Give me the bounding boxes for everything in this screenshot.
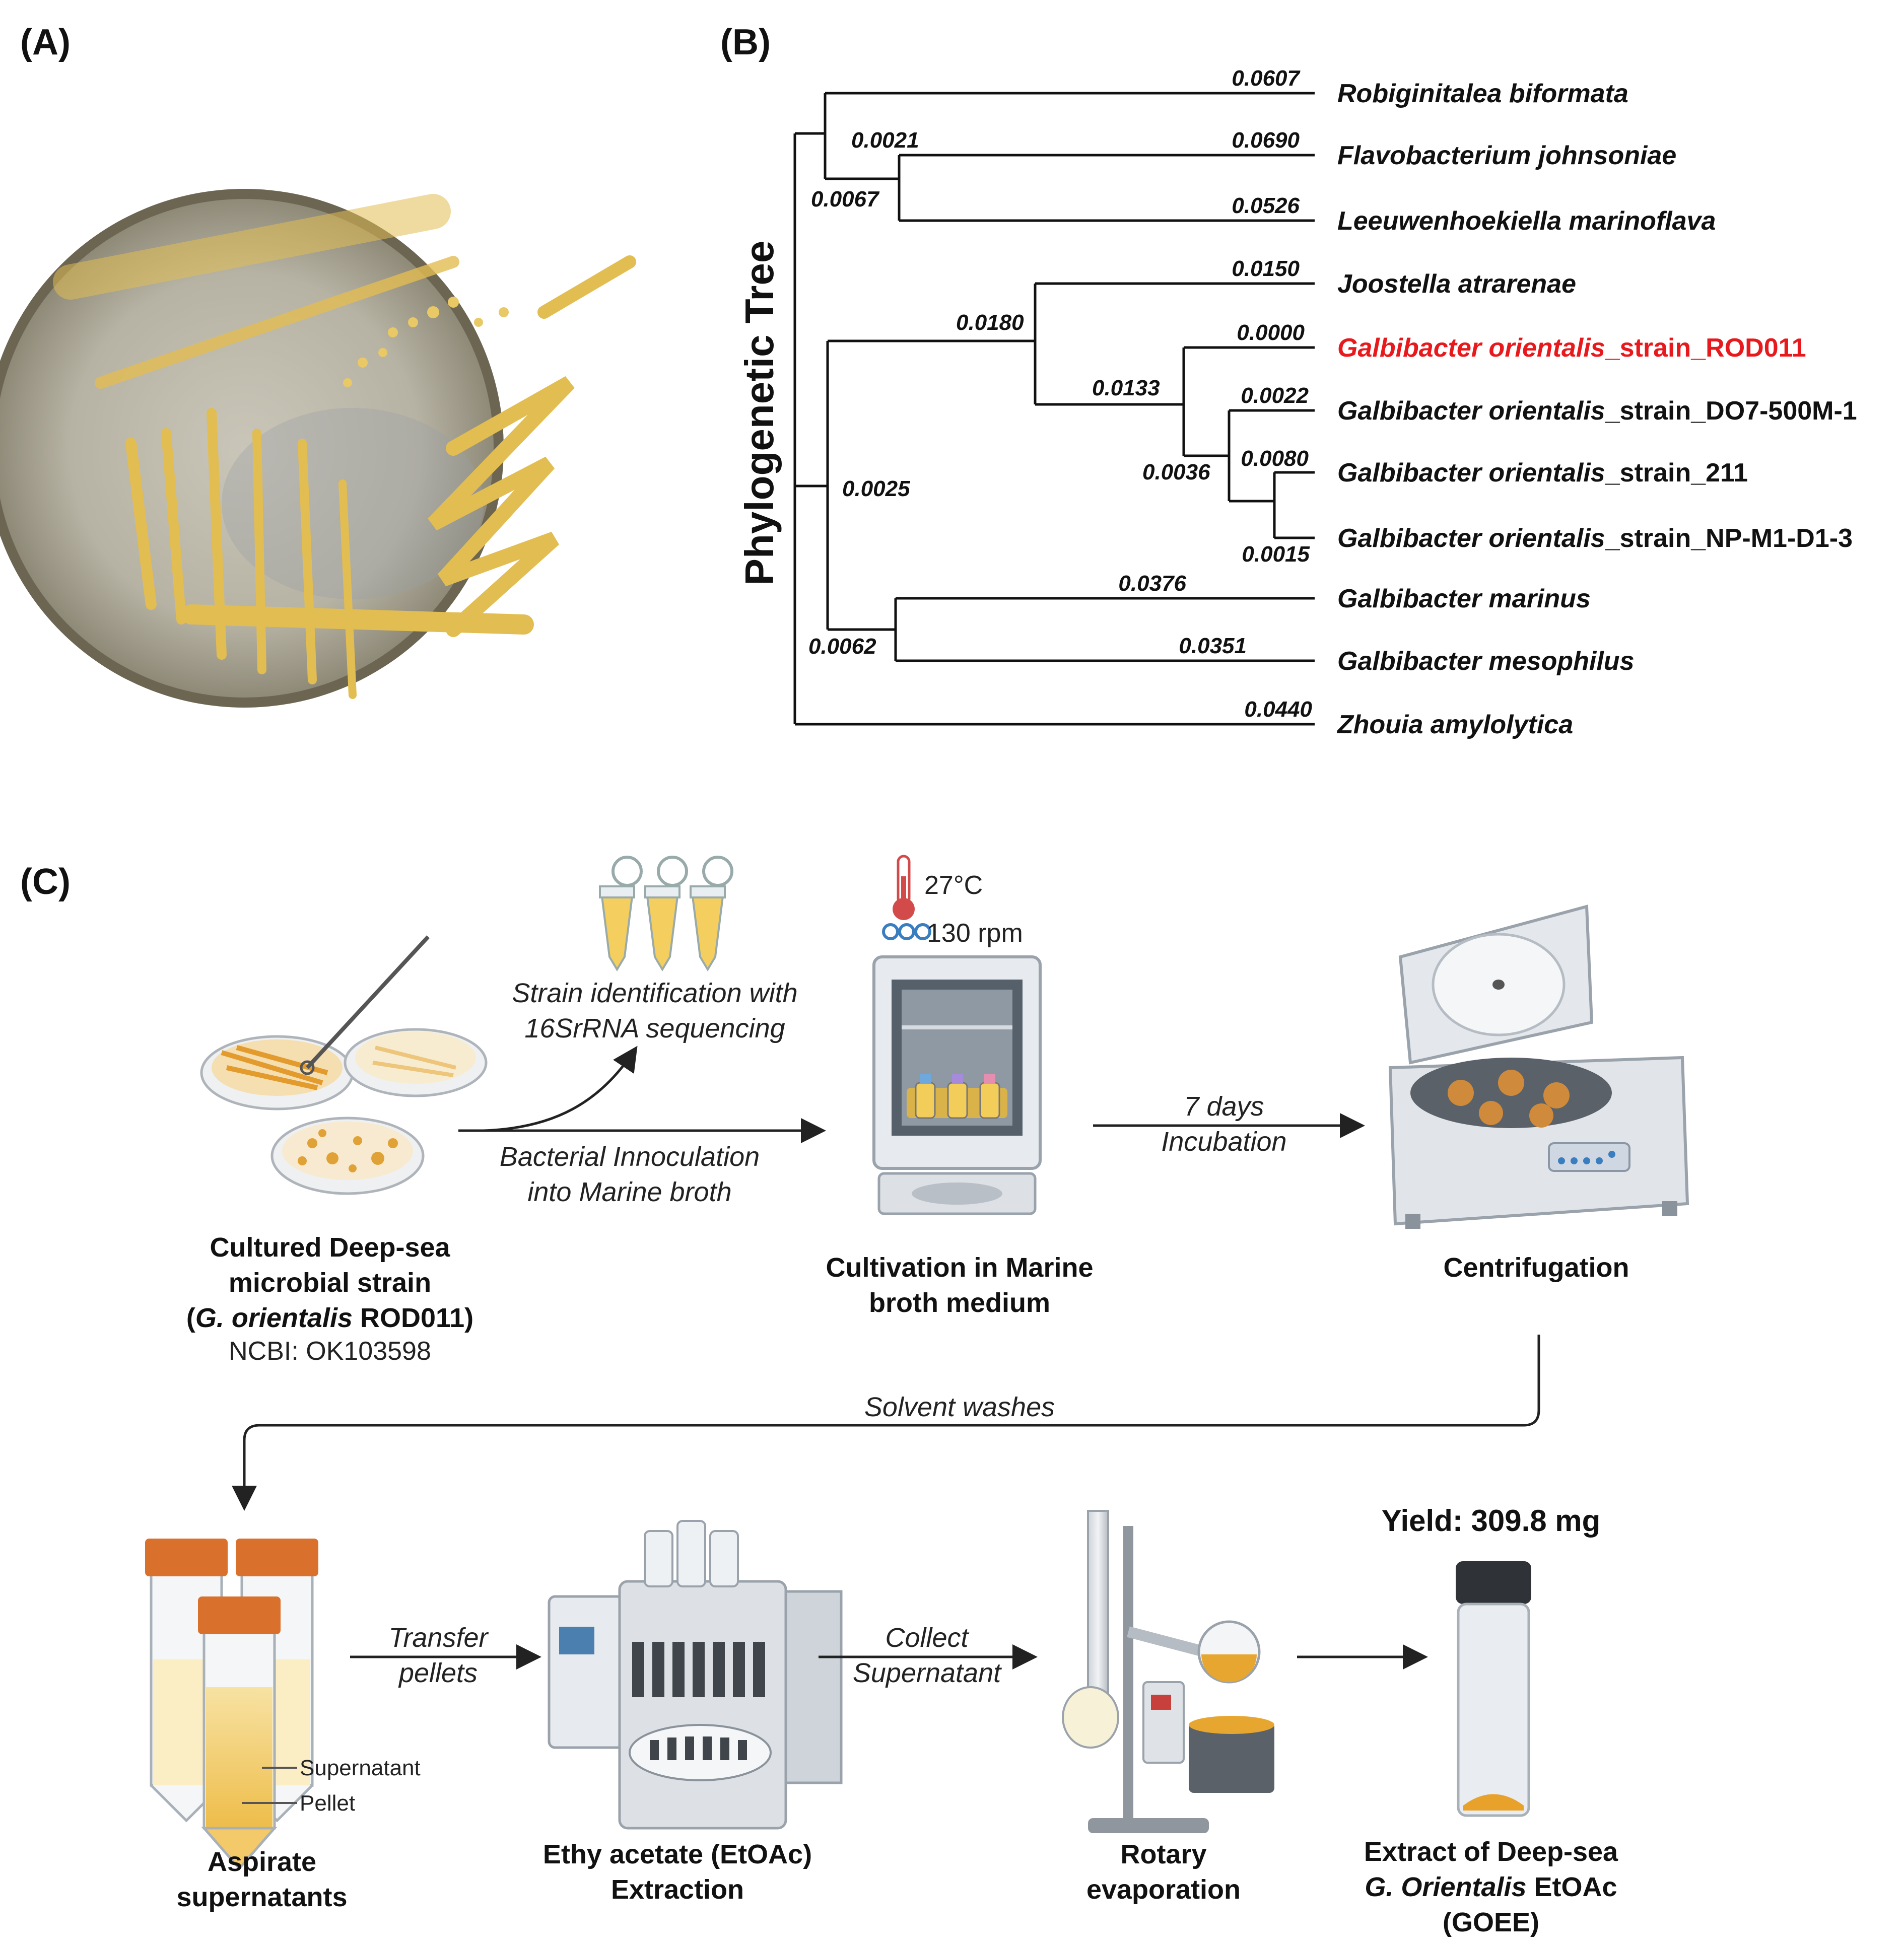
taxon-strain: _strain_211 bbox=[1605, 458, 1748, 488]
panel-label-c: (C) bbox=[20, 862, 71, 902]
taxon-label: Galbibacter marinus bbox=[1337, 584, 1591, 613]
strain-id-label-line1: Strain identification with bbox=[512, 978, 797, 1008]
solvent-washes-label: Solvent washes bbox=[864, 1392, 1055, 1422]
supernatant-label: Supernatant bbox=[300, 1756, 421, 1780]
cultured-species: G. orientalis bbox=[195, 1303, 353, 1333]
cultured-paren: ( bbox=[186, 1303, 195, 1333]
branch-length: 0.0376 bbox=[1118, 571, 1186, 596]
arrow-strain-id bbox=[483, 1046, 638, 1132]
taxon-label: Galbibacter orientalis_strain_NP-M1-D1-3 bbox=[1337, 524, 1853, 553]
panel-label-a: (A) bbox=[20, 22, 71, 62]
ncbi-accession: NCBI: OK103598 bbox=[229, 1337, 431, 1366]
branch-length: 0.0440 bbox=[1244, 697, 1312, 722]
branch-length: 0.0015 bbox=[1242, 542, 1310, 567]
phylogenetic-tree bbox=[793, 92, 1315, 726]
taxon-label-highlighted: Galbibacter orientalis_strain_ROD011 bbox=[1337, 333, 1806, 363]
petri-dishes-icon bbox=[200, 935, 488, 1195]
petri-dish-photo bbox=[0, 189, 636, 708]
branch-length: 0.0080 bbox=[1241, 446, 1309, 471]
thermometer-icon bbox=[893, 855, 915, 920]
cultured-strain: ROD011) bbox=[353, 1303, 473, 1333]
taxon-strain: _strain_NP-M1-D1-3 bbox=[1605, 524, 1853, 553]
falcon-tubes-icon bbox=[145, 1539, 318, 1870]
cultivation-caption-line1: Cultivation in Marine bbox=[826, 1253, 1093, 1283]
incubation-label-line2: Incubation bbox=[1161, 1127, 1286, 1157]
internal-branch-length: 0.0062 bbox=[808, 634, 876, 659]
centrifugation-caption: Centrifugation bbox=[1444, 1253, 1629, 1283]
tree-axis-title: Phylogenetic Tree bbox=[737, 241, 782, 586]
rotary-caption-line1: Rotary bbox=[1120, 1839, 1206, 1869]
extraction-instrument-icon bbox=[548, 1520, 843, 1830]
branch-length: 0.0351 bbox=[1179, 634, 1247, 658]
panel-label-b: (B) bbox=[720, 22, 771, 62]
rotary-caption-line2: evaporation bbox=[1086, 1874, 1241, 1905]
taxon-label: Galbibacter orientalis_strain_211 bbox=[1337, 458, 1748, 488]
branch-length: 0.0022 bbox=[1241, 383, 1309, 408]
speed-label: 130 rpm bbox=[927, 919, 1023, 948]
cultured-caption-line3: (G. orientalis ROD011) bbox=[186, 1303, 473, 1333]
taxon-label: Galbibacter orientalis_strain_DO7-500M-1 bbox=[1337, 396, 1857, 426]
taxon-label: Joostella atrarenae bbox=[1337, 269, 1576, 299]
arrow-solvent-washes bbox=[232, 1335, 1540, 1511]
aspirate-caption-line1: Aspirate bbox=[208, 1847, 316, 1877]
transfer-label-line2: pellets bbox=[398, 1658, 478, 1688]
incubator-icon bbox=[872, 955, 1042, 1215]
extract-caption-line1: Extract of Deep-sea bbox=[1364, 1837, 1618, 1867]
inoculation-label-line1: Bacterial Innoculation bbox=[500, 1142, 760, 1172]
rotation-speed-icon bbox=[882, 923, 931, 940]
taxon-species: Galbibacter orientalis bbox=[1337, 458, 1605, 488]
branch-length: 0.0150 bbox=[1232, 256, 1300, 281]
extract-species: G. Orientalis bbox=[1365, 1872, 1526, 1902]
yield-label: Yield: 309.8 mg bbox=[1382, 1504, 1601, 1538]
extract-vial-icon bbox=[1456, 1561, 1531, 1817]
internal-branch-length: 0.0133 bbox=[1092, 376, 1160, 400]
internal-branch-length: 0.0021 bbox=[851, 128, 919, 153]
extraction-caption-line1: Ethy acetate (EtOAc) bbox=[543, 1839, 812, 1869]
branch-length: 0.0000 bbox=[1237, 320, 1305, 345]
taxon-label: Leeuwenhoekiella marinoflava bbox=[1337, 206, 1716, 236]
rotary-evaporator-icon bbox=[1062, 1510, 1274, 1833]
pellet-label: Pellet bbox=[300, 1791, 355, 1816]
taxon-species: Galbibacter orientalis bbox=[1337, 396, 1605, 426]
strain-id-label-line2: 16SrRNA sequencing bbox=[524, 1013, 785, 1044]
taxon-label: Flavobacterium johnsoniae bbox=[1337, 141, 1676, 170]
taxon-strain: _strain_ROD011 bbox=[1605, 333, 1806, 363]
taxon-label: Zhouia amylolytica bbox=[1336, 710, 1573, 739]
taxon-species: Galbibacter orientalis bbox=[1337, 333, 1605, 363]
branch-length: 0.0526 bbox=[1232, 193, 1300, 218]
internal-branch-length: 0.0067 bbox=[811, 187, 880, 212]
taxon-strain: _strain_DO7-500M-1 bbox=[1605, 396, 1857, 426]
sequencing-tubes-icon bbox=[599, 856, 733, 971]
taxon-label: Robiginitalea biformata bbox=[1337, 79, 1628, 108]
temperature-label: 27°C bbox=[924, 871, 983, 900]
extract-caption-line2: G. Orientalis EtOAc bbox=[1365, 1872, 1617, 1902]
internal-branch-length: 0.0180 bbox=[956, 310, 1024, 335]
cultured-caption-line1: Cultured Deep-sea bbox=[210, 1232, 450, 1263]
cultivation-caption-line2: broth medium bbox=[869, 1288, 1050, 1318]
cultured-caption-line2: microbial strain bbox=[229, 1268, 431, 1298]
extract-solvent: EtOAc bbox=[1527, 1872, 1617, 1902]
taxon-label: Galbibacter mesophilus bbox=[1337, 647, 1635, 676]
taxon-species: Galbibacter orientalis bbox=[1337, 524, 1605, 553]
collect-label-line2: Supernatant bbox=[853, 1658, 1002, 1688]
internal-branch-length: 0.0025 bbox=[842, 476, 910, 501]
branch-length: 0.0607 bbox=[1232, 66, 1301, 91]
incubation-label-line1: 7 days bbox=[1184, 1091, 1264, 1122]
transfer-label-line1: Transfer bbox=[388, 1623, 489, 1653]
extract-caption-line3: (GOEE) bbox=[1443, 1907, 1539, 1937]
branch-length: 0.0690 bbox=[1232, 128, 1300, 153]
inoculation-label-line2: into Marine broth bbox=[527, 1177, 731, 1207]
collect-label-line1: Collect bbox=[885, 1623, 969, 1653]
extraction-caption-line2: Extraction bbox=[611, 1874, 744, 1905]
internal-branch-length: 0.0036 bbox=[1142, 460, 1210, 484]
centrifuge-icon bbox=[1388, 905, 1689, 1229]
aspirate-caption-line2: supernatants bbox=[176, 1882, 347, 1912]
